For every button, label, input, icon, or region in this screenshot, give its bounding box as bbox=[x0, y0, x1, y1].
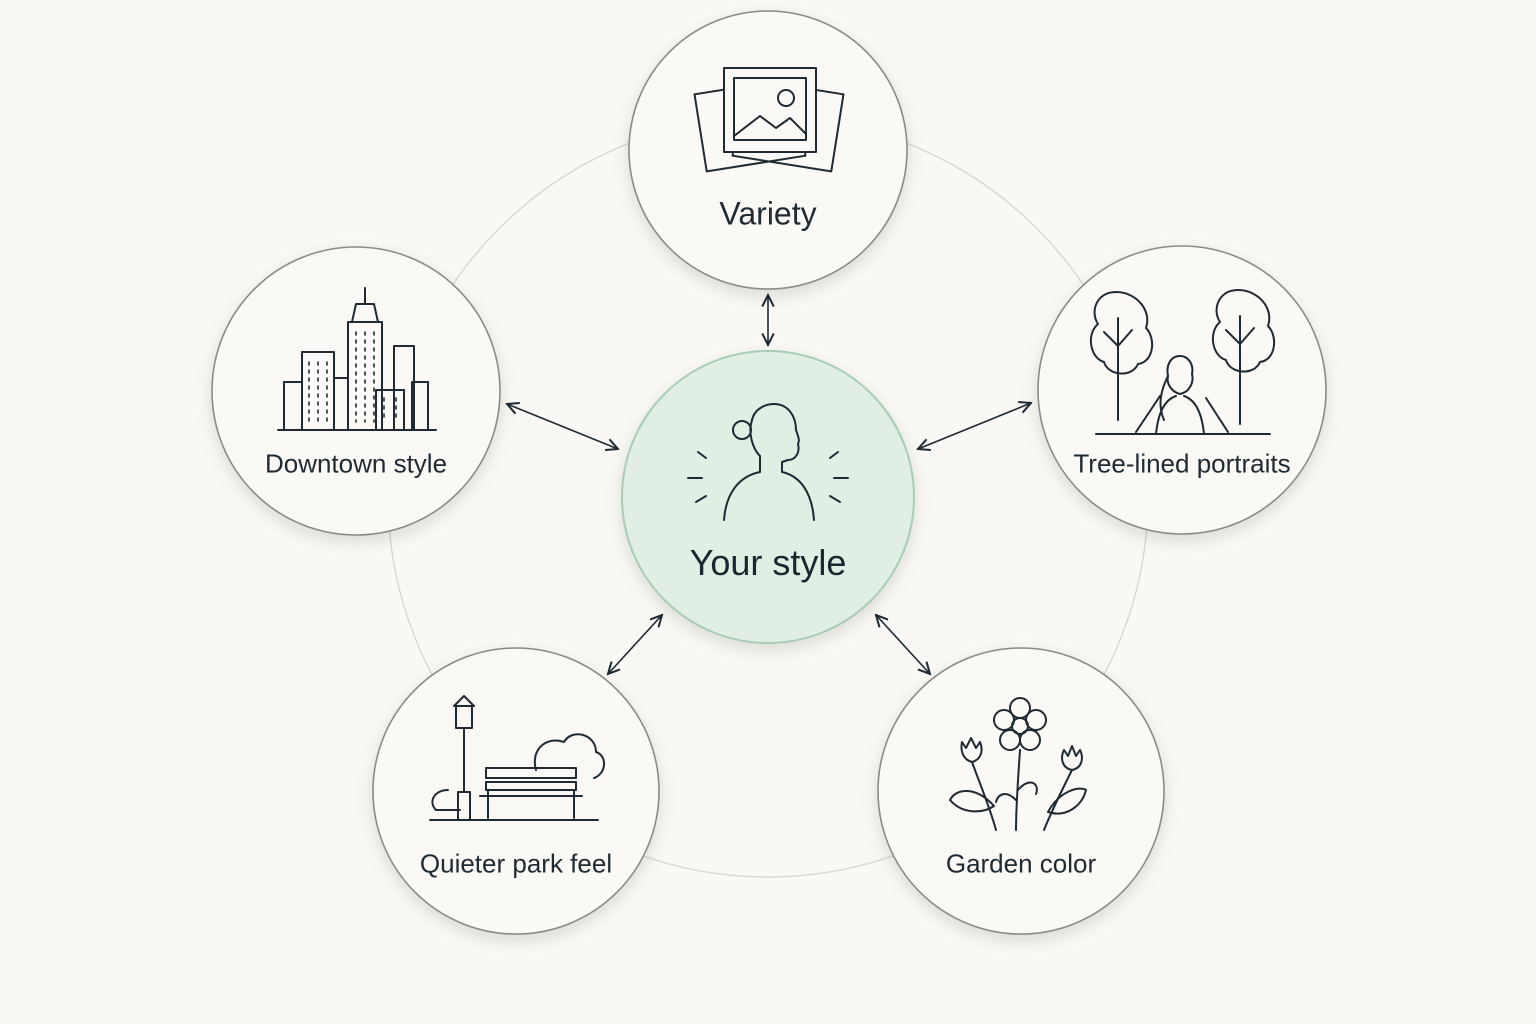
arrow-garden bbox=[876, 615, 930, 674]
flowers-icon bbox=[949, 697, 1087, 831]
node-label-variety: Variety bbox=[719, 195, 817, 232]
node-label-park: Quieter park feel bbox=[419, 848, 613, 879]
connectors bbox=[507, 295, 1031, 674]
person-silhouette-icon bbox=[687, 403, 849, 521]
photo-stack-icon bbox=[693, 67, 845, 173]
arrow-downtown bbox=[507, 404, 618, 449]
node-label-downtown: Downtown style bbox=[264, 448, 448, 479]
node-tree bbox=[1037, 245, 1327, 535]
city-skyline-icon bbox=[277, 287, 437, 431]
node-label-garden: Garden color bbox=[945, 848, 1097, 879]
node-garden bbox=[877, 647, 1165, 935]
park-bench-icon bbox=[429, 695, 605, 821]
arrow-tree bbox=[918, 403, 1031, 449]
center-label: Your style bbox=[689, 542, 847, 583]
node-center bbox=[621, 350, 915, 644]
trees-person-icon bbox=[1089, 289, 1276, 435]
node-label-tree: Tree-lined portraits bbox=[1073, 448, 1291, 479]
arrow-park bbox=[608, 615, 662, 674]
